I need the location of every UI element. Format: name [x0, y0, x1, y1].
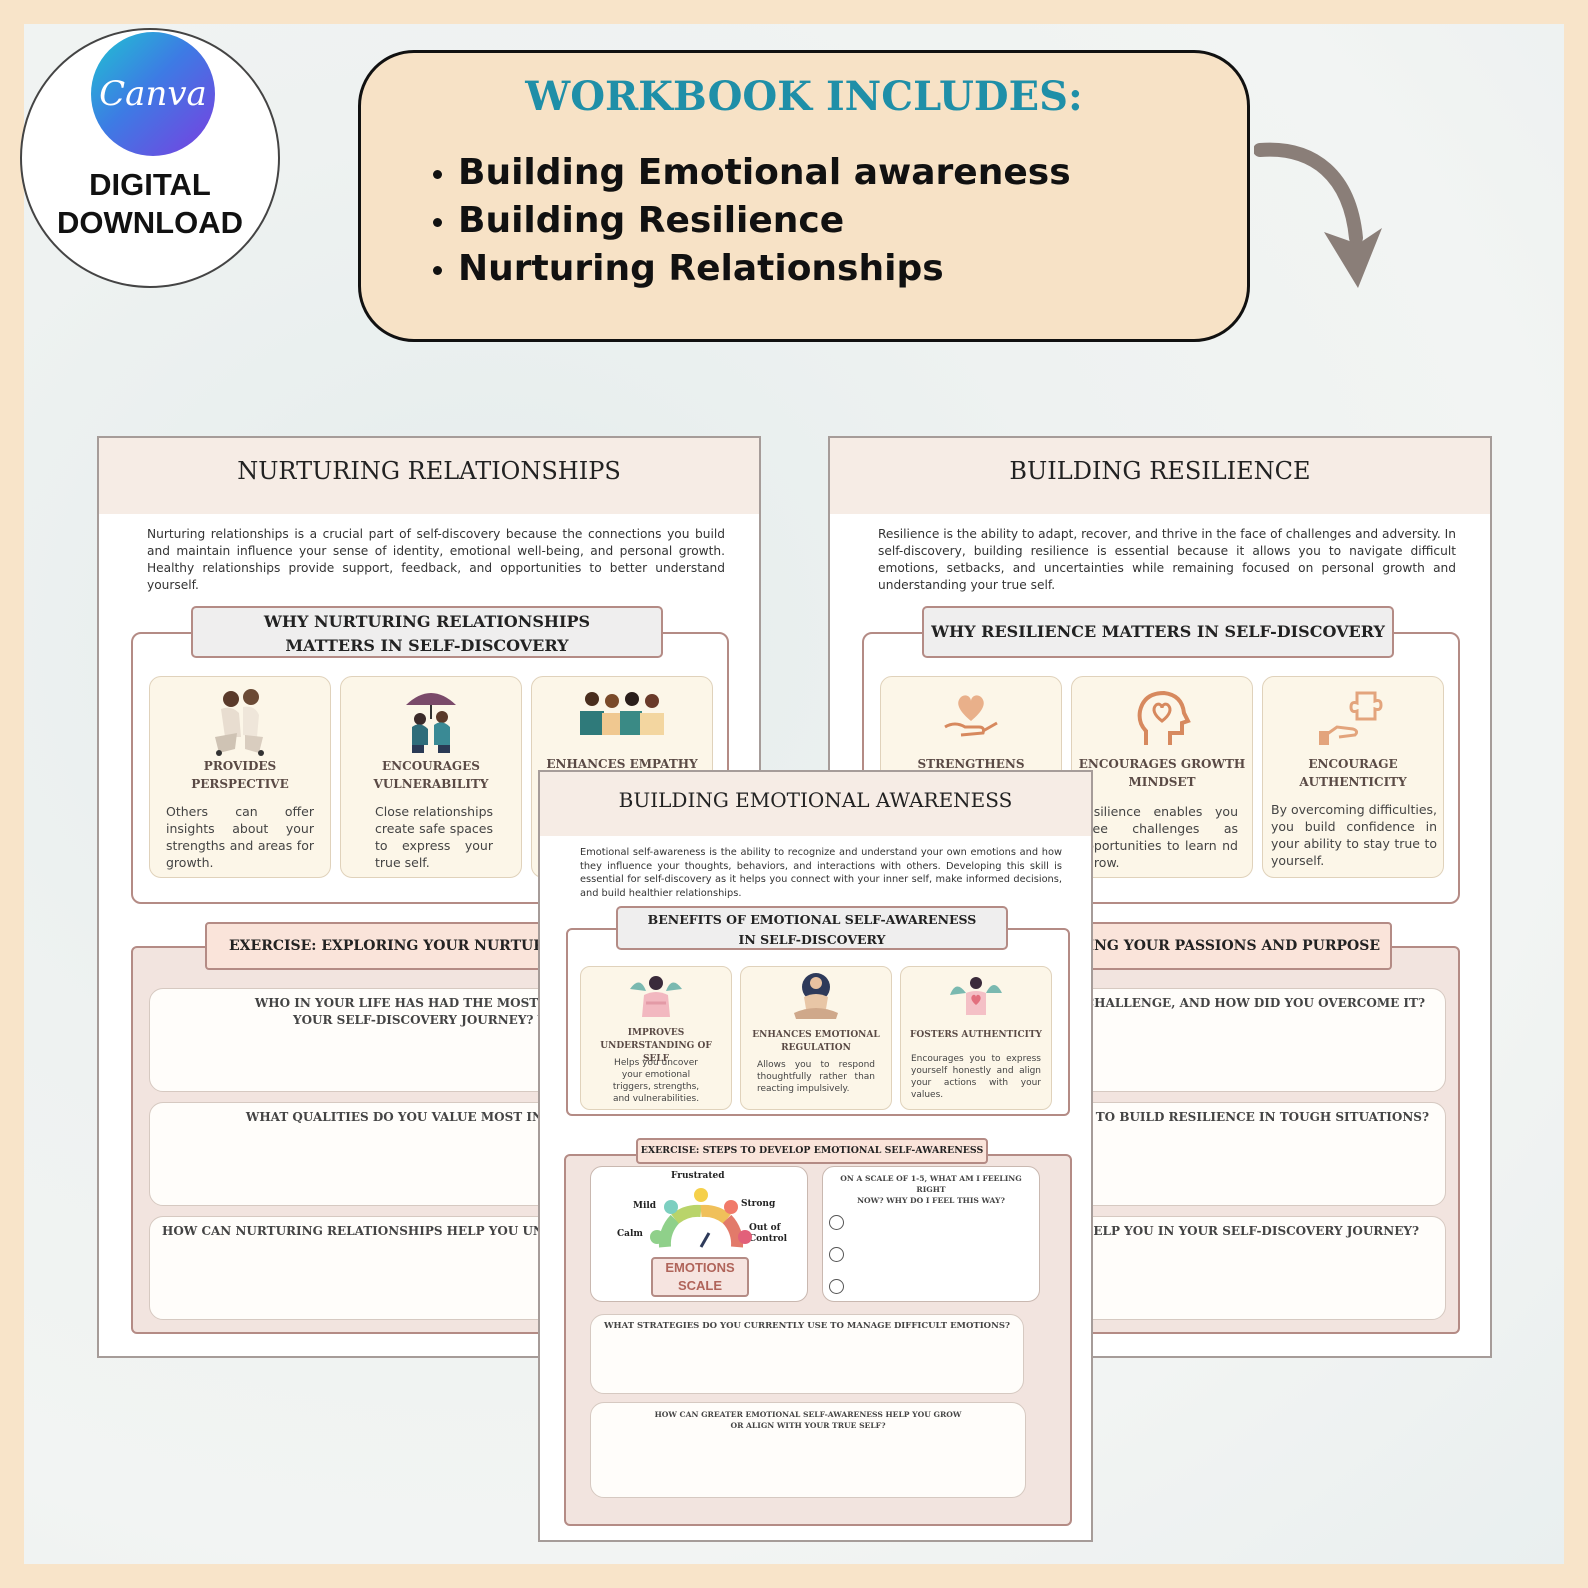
card-title: IMPROVES: [627, 1028, 685, 1038]
card-title: ENHANCES EMPATHY: [546, 757, 698, 771]
scale-label-frustrated: Frustrated: [671, 1171, 725, 1181]
scale-label-calm: Calm: [617, 1229, 643, 1239]
benefit-card: FOSTERS AUTHENTICITY Encourages you to e…: [900, 966, 1052, 1110]
benefit-card: ENHANCES EMOTIONAL REGULATION Allows you …: [740, 966, 892, 1110]
friends-illustration: [150, 687, 330, 757]
canva-logo: Canva: [91, 32, 215, 156]
bullet-icon: [433, 169, 442, 179]
answer-radio[interactable]: [829, 1279, 844, 1294]
benefit-card: PROVIDES PERSPECTIVE Others can offer ins…: [149, 676, 331, 878]
benefits-section: IMPROVES UNDERSTANDING OF SELF Helps you …: [566, 906, 1070, 1116]
bullet-icon: [433, 265, 442, 275]
scale-question: ON A SCALE OF 1-5, WHAT AM I FEELING RIG…: [840, 1174, 1022, 1205]
exercise-section: Frustrated Mild Strong Calm Out of Contr…: [564, 1138, 1072, 1526]
answer-radio[interactable]: [829, 1215, 844, 1230]
page-intro: Resilience is the ability to adapt, reco…: [878, 527, 1456, 592]
card-title: ENCOURAGES GROWTH: [1078, 757, 1246, 771]
card-subtitle: VULNERABILITY: [373, 777, 489, 791]
page-title: BUILDING RESILIENCE: [830, 438, 1490, 514]
scale-label-mild: Mild: [633, 1201, 657, 1211]
emotional-awareness-page: BUILDING EMOTIONAL AWARENESS Emotional s…: [538, 770, 1093, 1542]
badge-text: DIGITAL DOWNLOAD: [22, 166, 278, 242]
includes-list: Building Emotional awareness Building Re…: [433, 149, 1071, 293]
badge-line-1: DIGITAL: [89, 167, 211, 202]
card-subtitle: REGULATION: [781, 1043, 851, 1053]
emotion-gauge-icon: [650, 1188, 752, 1248]
heart-hand-icon: [881, 687, 1061, 747]
page-intro: Emotional self-awareness is the ability …: [580, 847, 1062, 899]
page-title: BUILDING EMOTIONAL AWARENESS: [540, 772, 1091, 836]
badge-line-2: DOWNLOAD: [57, 205, 243, 240]
exercise-title: EXERCISE: STEPS TO DEVELOP EMOTIONAL SEL…: [636, 1138, 988, 1164]
card-subtitle: MINDSET: [1128, 775, 1196, 789]
card-description: By overcoming difficulties, you build co…: [1271, 802, 1437, 868]
includes-title: WORKBOOK INCLUDES:: [525, 73, 1083, 120]
digital-download-badge: Canva DIGITAL DOWNLOAD: [20, 28, 280, 288]
head-heart-icon: [1072, 687, 1252, 749]
puzzle-hand-icon: [1263, 687, 1443, 747]
benefit-card: IMPROVES UNDERSTANDING OF SELF Helps you …: [580, 966, 732, 1110]
includes-item: Building Resilience: [433, 197, 1071, 245]
curved-arrow-icon: [1254, 142, 1382, 288]
workbook-includes-box: WORKBOOK INCLUDES: Building Emotional aw…: [358, 50, 1250, 342]
emotions-scale-card: Frustrated Mild Strong Calm Out of Contr…: [590, 1166, 808, 1302]
card-title: PROVIDES: [203, 759, 277, 773]
scale-label-out-of-control: Out of Control: [749, 1223, 788, 1244]
heart-hold-illustration: [901, 971, 1051, 1023]
card-description: Allows you to respond thoughtfully rathe…: [757, 1060, 875, 1094]
umbrella-illustration: [341, 685, 521, 757]
card-description: esilience enables you see challenges as …: [1086, 804, 1238, 870]
benefit-card: ENCOURAGE AUTHENTICITY By overcoming diff…: [1262, 676, 1444, 878]
card-title: ENCOURAGES: [382, 759, 480, 773]
card-description: Helps you uncover your emotional trigger…: [612, 1058, 700, 1104]
card-subtitle: PERSPECTIVE: [191, 777, 289, 791]
question-box: HOW CAN GREATER EMOTIONAL SELF-AWARENESS…: [590, 1402, 1026, 1498]
meditation-illustration: [741, 971, 891, 1023]
card-title: FOSTERS AUTHENTICITY: [910, 1030, 1042, 1040]
page-title: NURTURING RELATIONSHIPS: [99, 438, 759, 514]
includes-item: Nurturing Relationships: [433, 245, 1071, 293]
benefit-card: ENCOURAGES GROWTH MINDSET esilience enabl…: [1071, 676, 1253, 878]
card-description: Encourages you to express yourself hones…: [911, 1054, 1041, 1100]
answer-radio[interactable]: [829, 1247, 844, 1262]
benefit-card: ENCOURAGES VULNERABILITY Close relationsh…: [340, 676, 522, 878]
card-description: Others can offer insights about your str…: [166, 804, 314, 870]
feeling-check-card: ON A SCALE OF 1-5, WHAT AM I FEELING RIG…: [822, 1166, 1040, 1302]
group-hug-illustration: [532, 689, 712, 739]
card-title: ENCOURAGE: [1308, 757, 1398, 771]
scale-label-strong: Strong: [741, 1199, 776, 1209]
card-description: Close relationships create safe spaces t…: [375, 804, 494, 870]
page-intro: Nurturing relationships is a crucial par…: [147, 527, 725, 592]
bullet-icon: [433, 217, 442, 227]
card-subtitle: UNDERSTANDING OF SELF: [600, 1041, 712, 1064]
question-box: WHAT STRATEGIES DO YOU CURRENTLY USE TO …: [590, 1314, 1024, 1394]
section-title: WHY RESILIENCE MATTERS IN SELF-DISCOVERY: [922, 606, 1394, 658]
card-title: ENHANCES EMOTIONAL: [752, 1030, 880, 1040]
card-subtitle: AUTHENTICITY: [1299, 775, 1407, 789]
self-hug-illustration: [581, 971, 731, 1023]
includes-item: Building Emotional awareness: [433, 149, 1071, 197]
